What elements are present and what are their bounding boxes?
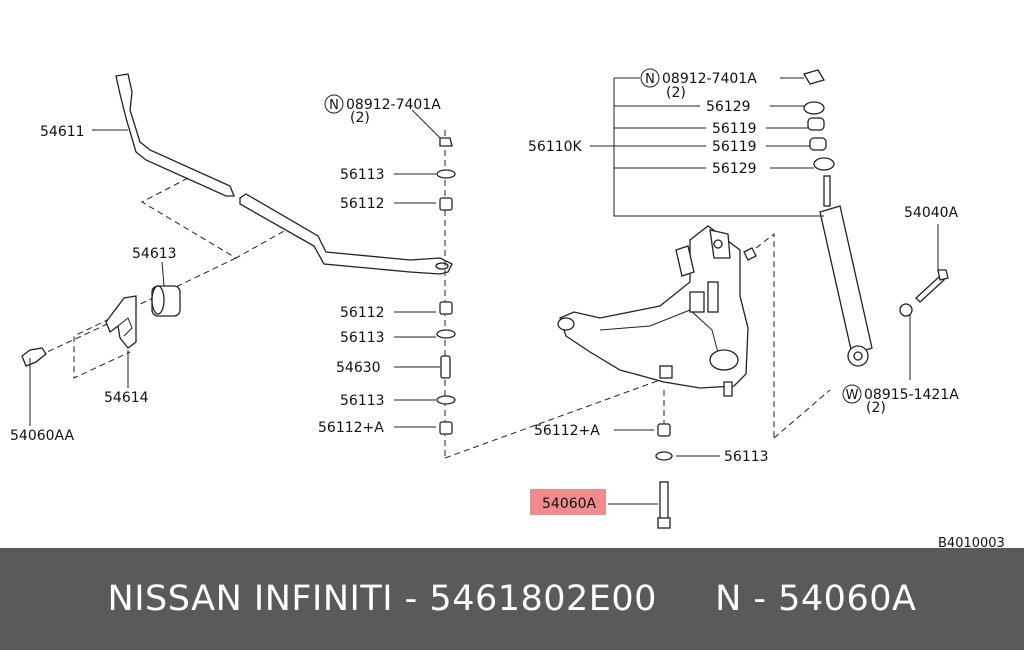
label-08912-right-qty: (2) [666, 85, 686, 101]
arm-dash-lines [663, 232, 831, 439]
circle-n-letter: N [645, 72, 655, 87]
leader-lines [92, 77, 911, 505]
shock-absorber [819, 175, 873, 367]
bushing-54613 [151, 285, 181, 317]
label-56119-a: 56119 [712, 121, 757, 137]
label-54611: 54611 [40, 124, 85, 140]
footer-part-text: NISSAN INFINITI - 5461802E00 N - 54060A [107, 579, 917, 619]
label-54613: 54613 [132, 246, 177, 262]
label-54060AA: 54060AA [10, 428, 75, 444]
top-washers [803, 69, 835, 171]
circle-n-icon: N [640, 68, 660, 88]
label-56113-d: 56113 [724, 449, 769, 465]
label-08912-left: 08912-7401A [346, 97, 441, 113]
lower-bolt-stack [655, 423, 673, 529]
label-56113-b: 56113 [340, 330, 385, 346]
center-stack [436, 130, 456, 460]
highlight-box [530, 489, 606, 515]
stabilizer-bar [115, 73, 453, 275]
circle-w-icon: W [842, 384, 862, 404]
link-dash [444, 379, 661, 459]
figure-code: B4010003 [938, 536, 1005, 548]
label-56113-a: 56113 [340, 167, 385, 183]
label-08915-qty: (2) [866, 400, 886, 416]
label-56119-b: 56119 [712, 139, 757, 155]
label-56112-b: 56112 [340, 305, 385, 321]
circle-w-letter: W [846, 388, 859, 403]
label-54060A-highlighted: 54060A [542, 496, 597, 512]
label-54630: 54630 [336, 360, 381, 376]
label-08915: 08915-1421A [864, 387, 959, 403]
label-56112-a: 56112 [340, 196, 385, 212]
label-56112A-right: 56112+A [534, 423, 600, 439]
circle-n-letter: N [329, 98, 339, 113]
label-54614: 54614 [104, 390, 149, 406]
bracket-54614 [105, 295, 137, 349]
label-56112A-left: 56112+A [318, 420, 384, 436]
bolt-54040A [899, 224, 949, 317]
suspension-parts-diagram: N N W 54611 54613 54614 54060AA 08912-74… [10, 68, 1005, 548]
footer-banner: NISSAN INFINITI - 5461802E00 N - 54060A [0, 548, 1024, 650]
circle-n-icon: N [324, 94, 344, 114]
label-56113-c: 56113 [340, 393, 385, 409]
label-56129-a: 56129 [706, 99, 751, 115]
label-08912-right: 08912-7401A [662, 71, 757, 87]
label-08912-left-qty: (2) [350, 110, 370, 126]
bolt-54060AA [21, 347, 47, 426]
label-54040A: 54040A [904, 205, 959, 221]
label-56129-b: 56129 [712, 161, 757, 177]
label-56110K: 56110K [528, 139, 583, 155]
lower-control-arm [557, 225, 757, 397]
